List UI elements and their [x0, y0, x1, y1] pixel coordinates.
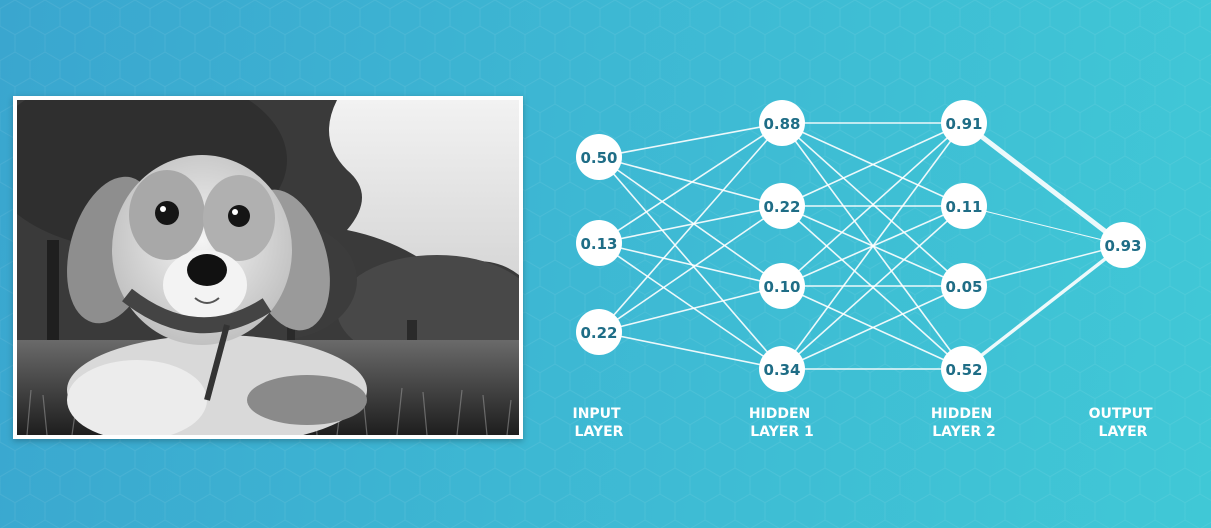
hidden-layer-2-label-line2: LAYER 2 — [932, 424, 996, 440]
hidden1-node-circle — [759, 346, 805, 392]
edge-l0-n2-to-n3 — [598, 331, 783, 370]
hidden2-node-2: 0.11 — [941, 183, 987, 229]
hidden2-node-circle — [941, 183, 987, 229]
hidden1-node-circle — [759, 263, 805, 309]
hidden2-node-4: 0.52 — [941, 346, 987, 392]
input-node-value: 0.22 — [580, 324, 617, 342]
hidden1-node-circle — [759, 183, 805, 229]
edge-l2-n1-to-n0 — [963, 205, 1124, 246]
input-node-3: 0.22 — [576, 309, 622, 355]
edge-l2-n0-to-n0 — [962, 121, 1125, 247]
edge-l0-n0-to-n1 — [598, 156, 783, 207]
puppy-photo — [13, 96, 523, 439]
hidden2-node-3: 0.05 — [941, 263, 987, 309]
edge-l0-n0-to-n0 — [598, 122, 783, 158]
edge-l0-n1-to-n3 — [598, 242, 783, 370]
hidden-layer-2-label: HIDDEN LAYER 2 — [931, 406, 997, 440]
hidden1-node-3: 0.10 — [759, 263, 805, 309]
edge-l1-n2-to-n0 — [781, 122, 965, 287]
hidden-layer-1-label: HIDDEN LAYER 1 — [749, 406, 815, 440]
hidden2-node-circle — [941, 263, 987, 309]
hidden1-node-value: 0.22 — [763, 198, 800, 216]
edge-l0-n2-to-n0 — [598, 122, 783, 333]
edge-l0-n1-to-n2 — [598, 242, 783, 287]
edge-l1-n3-to-n1 — [781, 205, 965, 370]
input-node-circle — [576, 220, 622, 266]
output-node-value: 0.93 — [1104, 237, 1141, 255]
edge-l1-n3-to-n2 — [781, 285, 965, 370]
input-node-value: 0.13 — [580, 235, 617, 253]
output-layer-label: OUTPUT LAYER — [1089, 406, 1158, 440]
hidden1-node-value: 0.10 — [763, 278, 800, 296]
hidden2-node-value: 0.52 — [945, 361, 982, 379]
input-layer-label-line1: INPUT — [573, 406, 622, 422]
input-node-1: 0.50 — [576, 134, 622, 180]
hidden1-node-value: 0.88 — [763, 115, 800, 133]
edge-l0-n1-to-n1 — [598, 205, 783, 244]
edge-l0-n0-to-n2 — [598, 156, 783, 287]
input-node-circle — [576, 309, 622, 355]
hidden2-node-value: 0.91 — [945, 115, 982, 133]
output-node-1: 0.93 — [1100, 222, 1146, 268]
hidden2-node-value: 0.05 — [945, 278, 982, 296]
hidden1-node-circle — [759, 100, 805, 146]
network-nodes: 0.50 0.13 0.22 0.88 0.22 0.10 0.34 0.91 0.11 0.05… — [576, 100, 1146, 392]
edge-l2-n2-to-n0 — [963, 244, 1124, 287]
input-node-circle — [576, 134, 622, 180]
hidden2-node-circle — [941, 100, 987, 146]
hidden1-node-2: 0.22 — [759, 183, 805, 229]
hidden-layer-2-label-line1: HIDDEN — [931, 406, 992, 422]
hidden2-node-1: 0.91 — [941, 100, 987, 146]
layer-labels: INPUT LAYER HIDDEN LAYER 1 HIDDEN LAYER … — [573, 406, 1158, 440]
hidden2-node-value: 0.11 — [945, 198, 982, 216]
edge-l2-n3-to-n0 — [962, 243, 1125, 371]
hidden2-node-circle — [941, 346, 987, 392]
output-layer-label-line2: LAYER — [1099, 424, 1148, 440]
hidden1-node-4: 0.34 — [759, 346, 805, 392]
hidden-layer-1-label-line2: LAYER 1 — [750, 424, 814, 440]
edge-l1-n1-to-n0 — [781, 122, 965, 207]
input-layer-label: INPUT LAYER — [573, 406, 626, 440]
edge-l0-n0-to-n3 — [598, 156, 783, 370]
input-node-2: 0.13 — [576, 220, 622, 266]
edge-l0-n2-to-n2 — [598, 285, 783, 333]
hidden1-node-1: 0.88 — [759, 100, 805, 146]
input-node-value: 0.50 — [580, 149, 617, 167]
hidden1-node-value: 0.34 — [763, 361, 800, 379]
input-layer-label-line2: LAYER — [575, 424, 624, 440]
output-layer-label-line1: OUTPUT — [1089, 406, 1153, 422]
connection-edges — [598, 121, 1125, 371]
edge-l0-n2-to-n1 — [598, 205, 783, 333]
hidden-layer-1-label-line1: HIDDEN — [749, 406, 810, 422]
edge-l0-n1-to-n0 — [598, 122, 783, 244]
output-node-circle — [1100, 222, 1146, 268]
edge-l1-n3-to-n0 — [781, 122, 965, 370]
